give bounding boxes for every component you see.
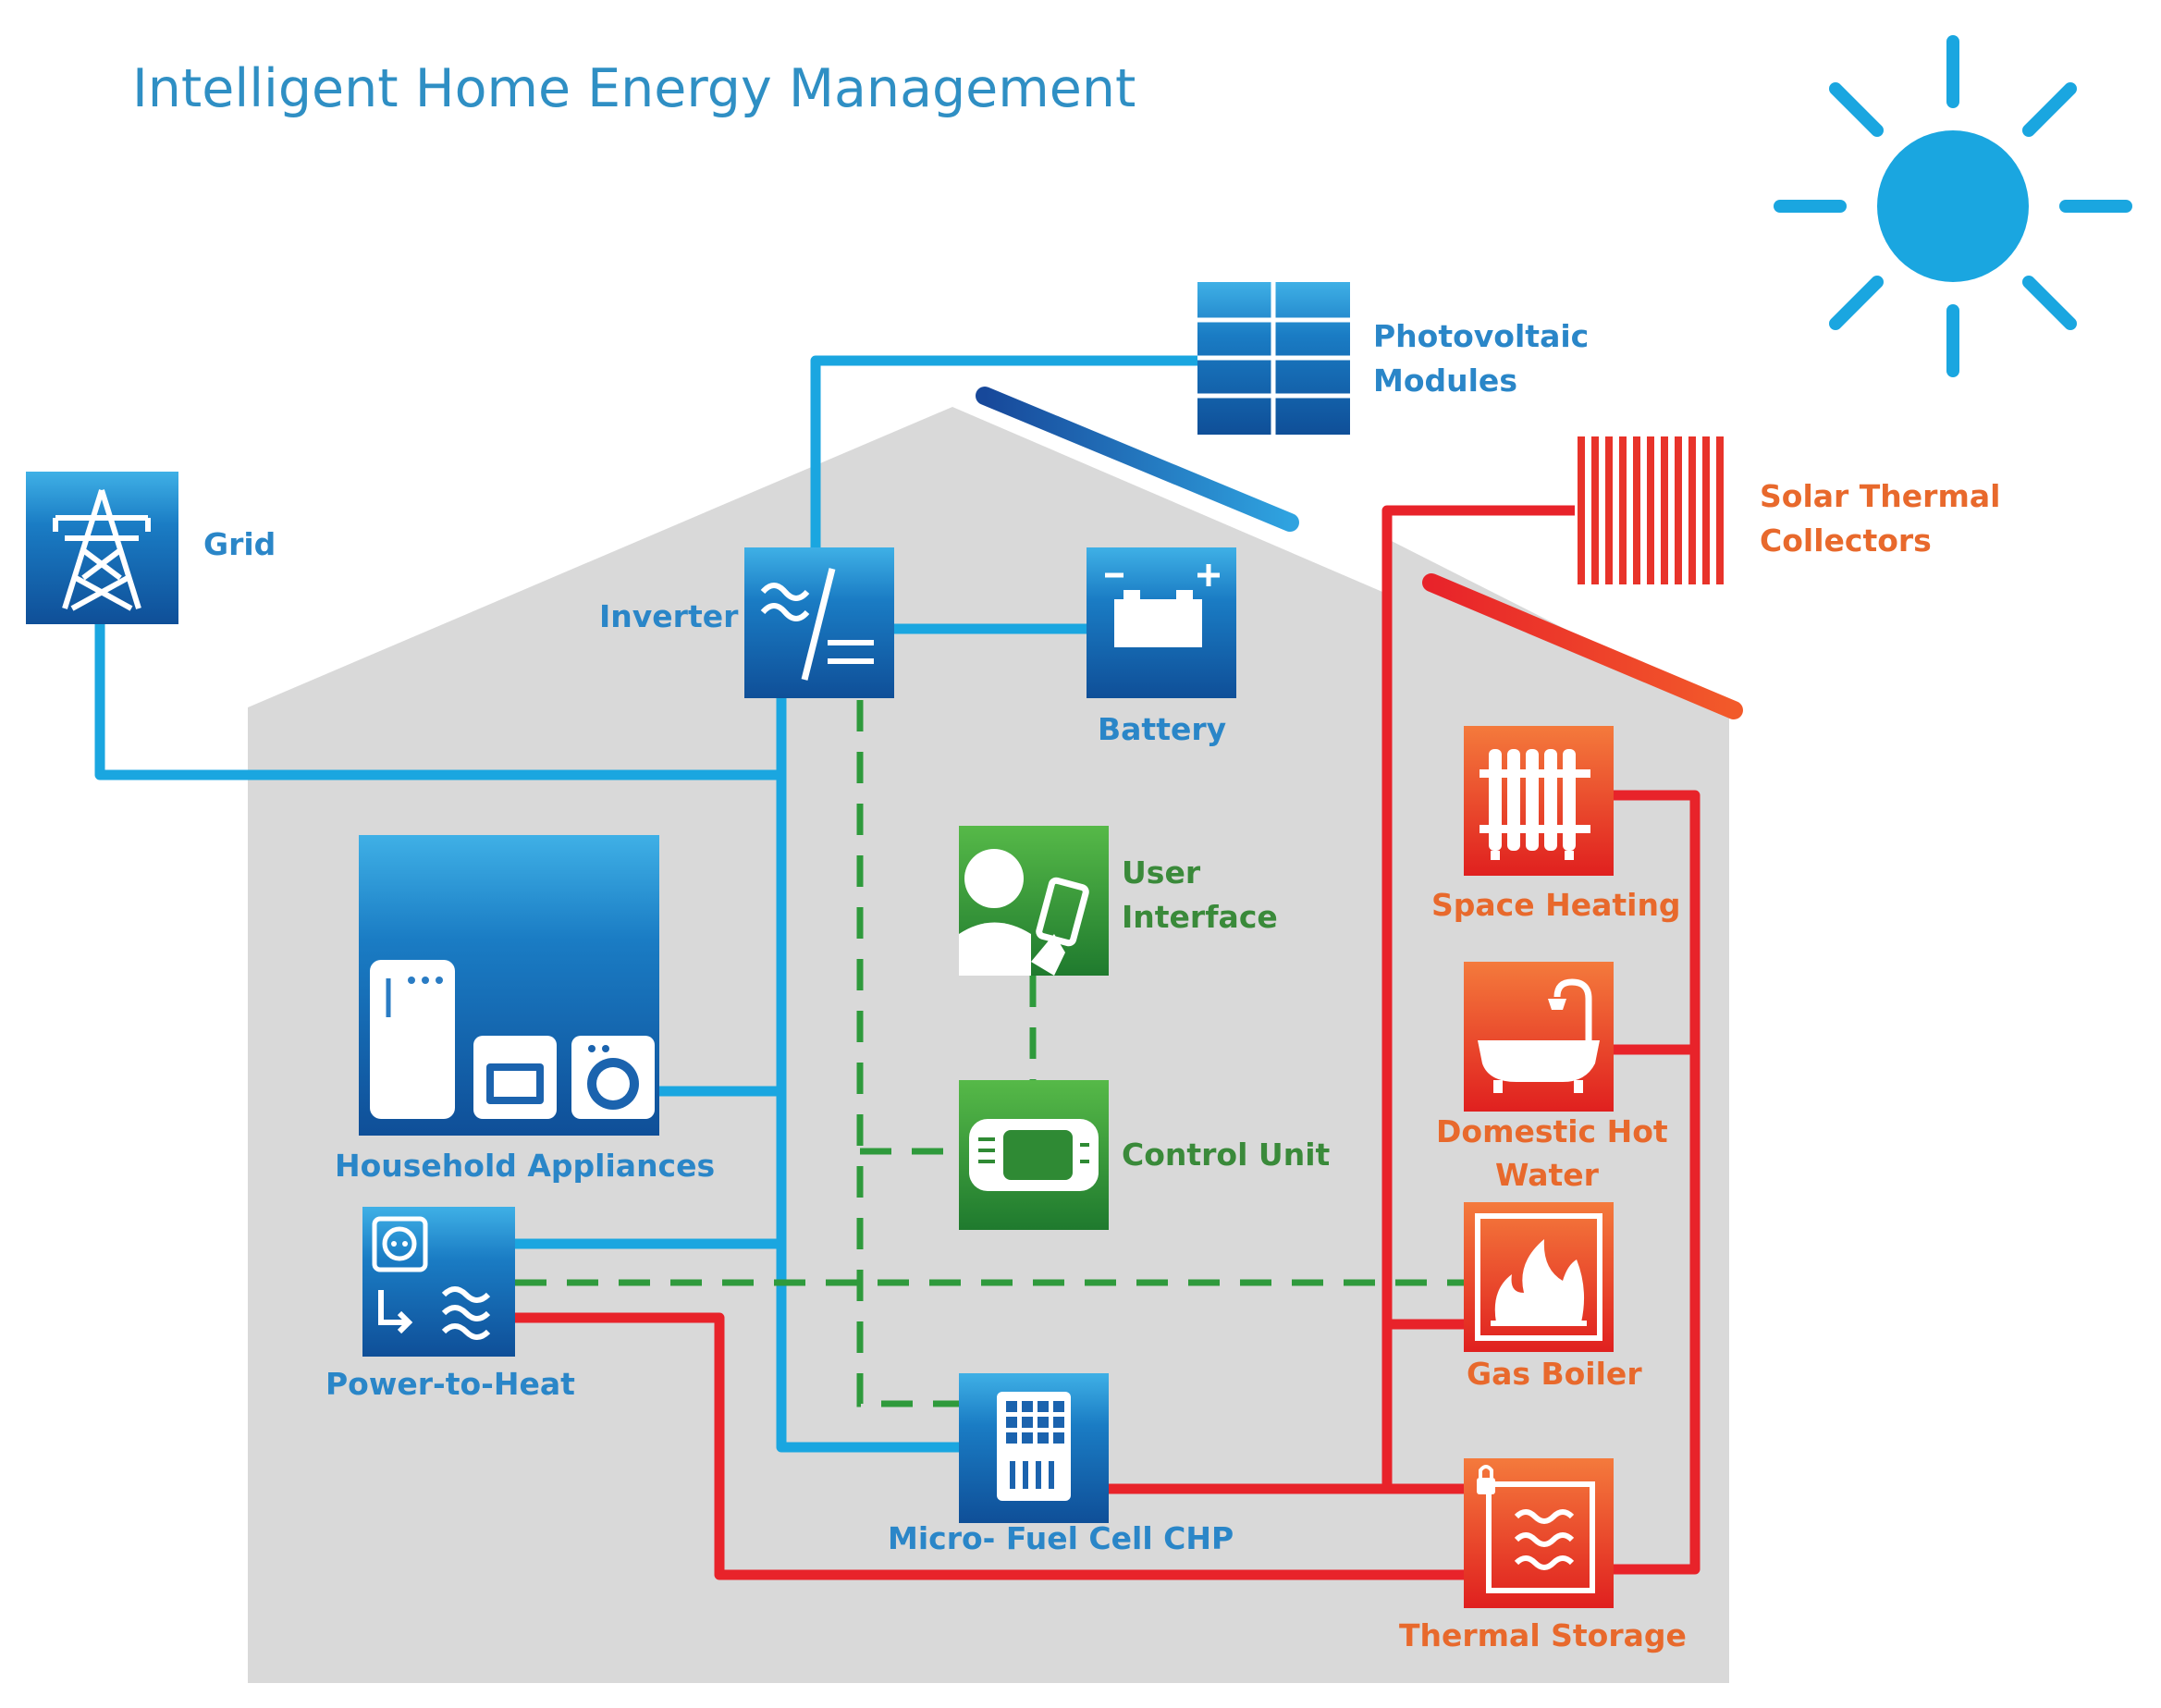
fridge-oven-washer-icon <box>359 835 659 1136</box>
ac-dc-converter-icon <box>744 547 894 698</box>
pv-node: Photovoltaic Modules <box>1197 282 1589 435</box>
user-with-tablet-icon <box>959 826 1109 976</box>
bathtub-icon <box>1464 962 1614 1112</box>
pv-label-line1: Photovoltaic <box>1373 318 1589 354</box>
battery-label: Battery <box>1098 711 1226 747</box>
user-interface-node: User Interface <box>959 826 1278 976</box>
battery-icon <box>1087 547 1236 698</box>
heat-storage-tank-icon <box>1464 1458 1614 1608</box>
solar-panel-icon <box>1197 282 1350 435</box>
grid-node: Grid <box>26 472 276 624</box>
solar-thermal-node: Solar Thermal Collectors <box>1575 435 2000 587</box>
heat-wires <box>515 505 1701 1580</box>
appliances-label: Household Appliances <box>335 1148 715 1184</box>
thermal-storage-node: Thermal Storage <box>1399 1458 1687 1653</box>
fuel-cell-icon <box>959 1373 1109 1523</box>
pv-label-line2: Modules <box>1373 362 1517 399</box>
house-silhouette <box>248 407 1729 1683</box>
roof-beam-right <box>1422 573 1743 719</box>
space-heating-node: Space Heating <box>1431 726 1681 923</box>
radiator-icon <box>1464 726 1614 876</box>
appliances-node: Household Appliances <box>335 835 715 1184</box>
flame-icon <box>1464 1202 1614 1352</box>
sun-icon <box>1774 35 2132 377</box>
dhw-label-line1: Domestic Hot <box>1436 1113 1668 1149</box>
dhw-node: Domestic Hot Water <box>1436 962 1668 1193</box>
gas-boiler-label: Gas Boiler <box>1467 1356 1642 1392</box>
socket-to-heat-icon <box>362 1207 515 1357</box>
space-heating-label: Space Heating <box>1431 887 1681 923</box>
solar-thermal-label-line1: Solar Thermal <box>1760 478 2000 514</box>
control-wires <box>515 700 1470 1407</box>
control-unit-label: Control Unit <box>1122 1137 1331 1173</box>
grid-label: Grid <box>203 526 276 562</box>
thermal-storage-label: Thermal Storage <box>1399 1617 1687 1653</box>
power-to-heat-node: Power-to-Heat <box>325 1207 575 1402</box>
user-interface-label-line2: Interface <box>1122 899 1278 935</box>
user-interface-label-line1: User <box>1122 854 1201 891</box>
solar-thermal-collector-icon <box>1575 435 1727 587</box>
control-unit-node: Control Unit <box>959 1080 1331 1230</box>
dhw-label-line2: Water <box>1495 1157 1600 1193</box>
control-display-icon <box>959 1080 1109 1230</box>
battery-node: Battery <box>1087 547 1236 747</box>
power-to-heat-label: Power-to-Heat <box>325 1366 575 1402</box>
electric-wires <box>94 355 1202 1453</box>
micro-chp-label: Micro- Fuel Cell CHP <box>888 1520 1234 1556</box>
micro-chp-node: Micro- Fuel Cell CHP <box>888 1373 1234 1556</box>
inverter-label: Inverter <box>599 598 739 634</box>
roof-beam-left <box>976 387 1299 532</box>
page-title: Intelligent Home Energy Management <box>132 58 1136 119</box>
inverter-node: Inverter <box>599 547 894 698</box>
solar-thermal-label-line2: Collectors <box>1760 522 1932 559</box>
gas-boiler-node: Gas Boiler <box>1464 1202 1642 1392</box>
